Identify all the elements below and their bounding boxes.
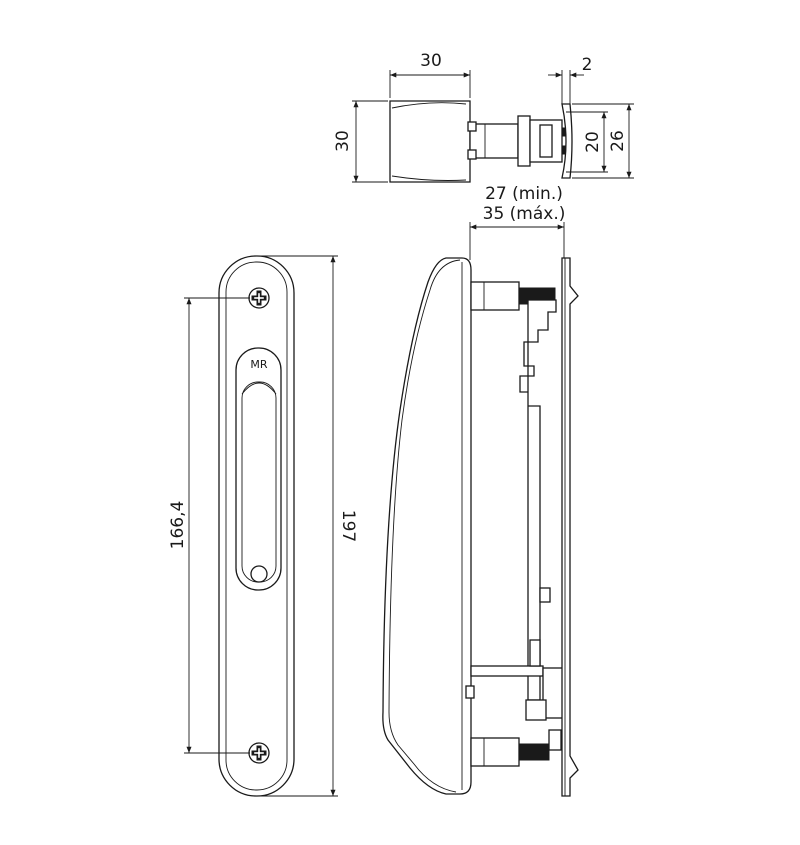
dim-top-inner-label: 20: [583, 131, 603, 153]
front-recess: [235, 347, 282, 591]
dim-front-hole-spacing: 166,4: [168, 297, 250, 754]
side-lower-screw: [518, 743, 550, 761]
side-handle-body: [382, 257, 472, 795]
side-mounting-plate: [561, 257, 579, 797]
front-screw-bottom: [248, 742, 270, 764]
dim-front-total-length: 197: [260, 255, 358, 797]
side-view: [382, 257, 579, 797]
dim-top-height-label: 30: [333, 130, 353, 152]
dim-top-gap: 2: [548, 55, 592, 104]
dim-top-width-label: 30: [420, 51, 442, 71]
dim-top-outer: 26: [572, 103, 634, 179]
dim-front-hole-spacing-label: 166,4: [168, 501, 188, 550]
side-latch-bracket: [519, 299, 557, 701]
top-view: [389, 100, 573, 183]
top-plate: [561, 103, 573, 179]
dim-top-width: 30: [389, 51, 471, 98]
dim-top-outer-label: 26: [608, 130, 628, 152]
side-upper-post: [470, 281, 520, 311]
front-screw-top: [248, 287, 270, 309]
top-shaft: [469, 123, 519, 159]
dim-side-depth-max-label: 35 (máx.): [483, 204, 566, 224]
dim-top-inner: 20: [566, 111, 608, 173]
dim-side-depth-min-label: 27 (min.): [485, 184, 563, 204]
top-handle-body: [389, 100, 471, 183]
side-lower-post: [470, 737, 520, 767]
dim-front-total-length-label: 197: [338, 510, 358, 542]
brand-logo: MR: [250, 358, 267, 371]
dim-top-height: 30: [333, 100, 388, 183]
dim-side-depth: 27 (min.) 35 (máx.): [469, 184, 566, 260]
dim-top-gap-label: 2: [582, 55, 593, 75]
front-lock-hole: [250, 565, 268, 583]
front-plate-inner: [225, 261, 288, 791]
front-view: MR: [218, 255, 295, 797]
